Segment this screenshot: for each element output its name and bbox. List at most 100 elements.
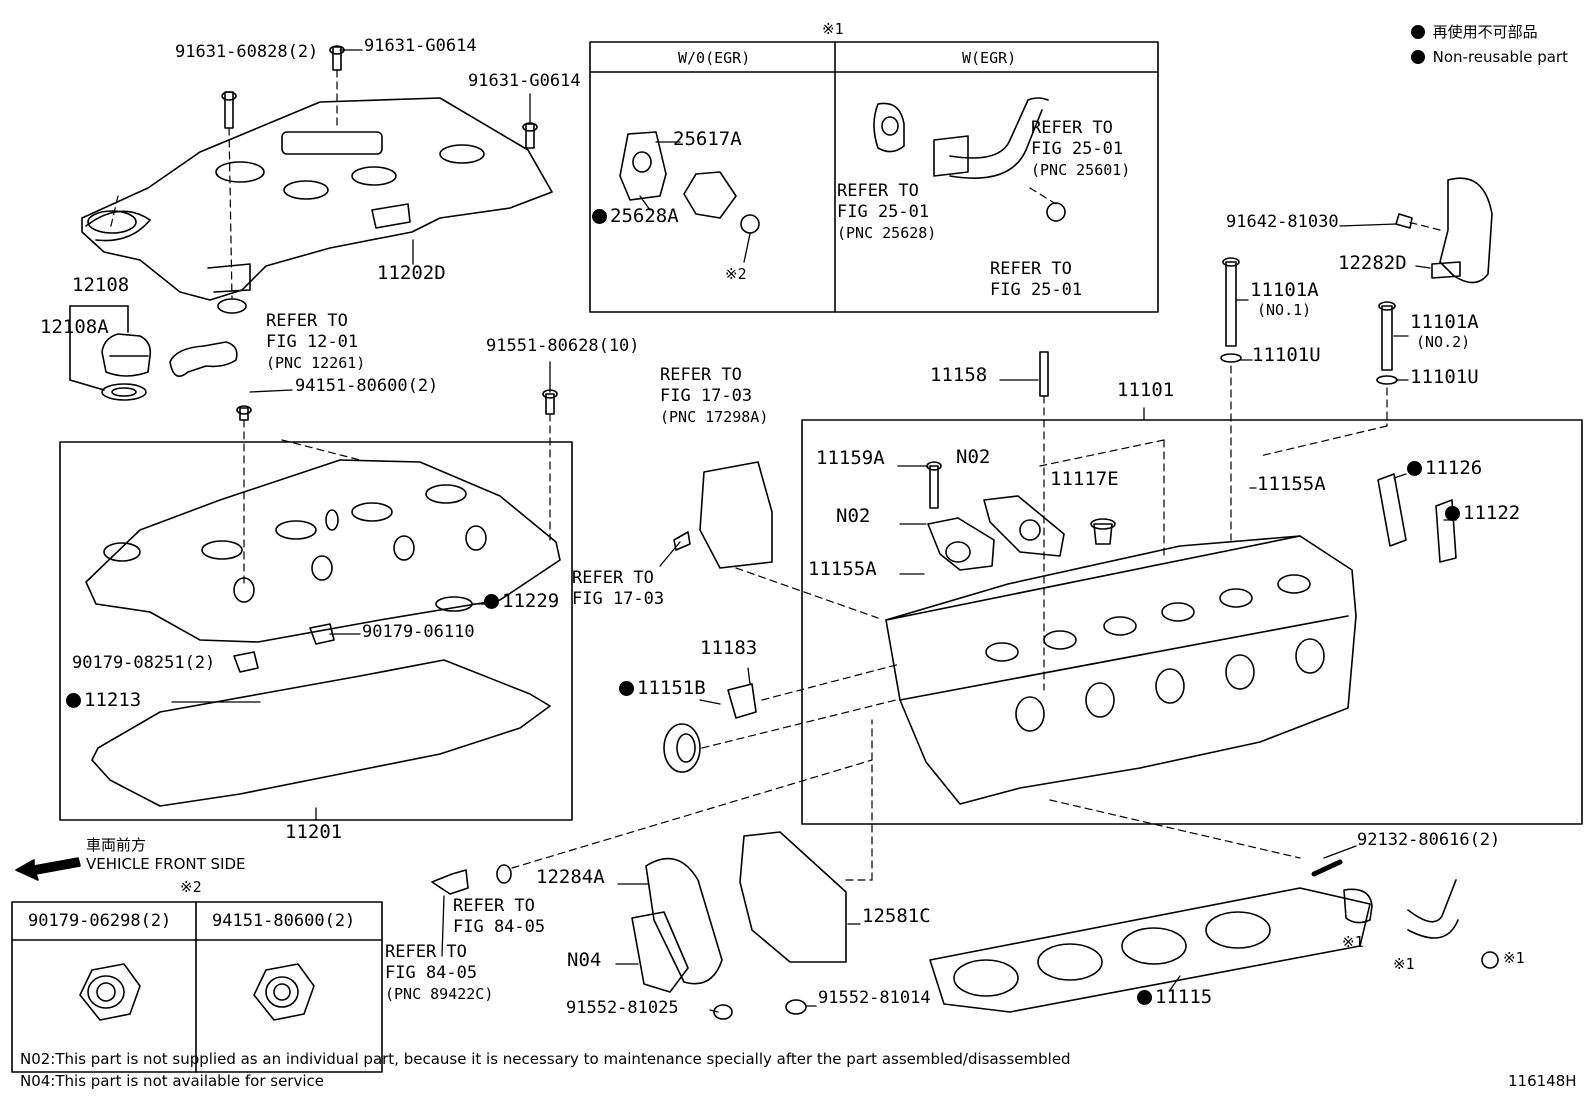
part-number: ※1 bbox=[1342, 933, 1364, 951]
part-label: 11101U bbox=[1252, 346, 1321, 365]
refer-line: REFER TO bbox=[660, 365, 742, 385]
pin-11122-art bbox=[1435, 499, 1457, 563]
non-reusable-dot-icon bbox=[1137, 990, 1152, 1005]
part-number: N02 bbox=[836, 505, 871, 527]
bolts-art bbox=[221, 45, 1413, 1020]
table-col2: 94151-80600(2) bbox=[212, 911, 356, 931]
part-number: 91631-G0614 bbox=[468, 71, 581, 91]
refer-line: FIG 25-01 bbox=[1031, 139, 1124, 159]
part-label: N04 bbox=[567, 951, 601, 970]
oil-filler-cap-art bbox=[69, 305, 152, 401]
part-number: 92132-80616(2) bbox=[1357, 830, 1501, 850]
part-number: 11158 bbox=[930, 364, 988, 386]
part-number: 94151-80600(2) bbox=[295, 376, 439, 396]
part-number: 12282D bbox=[1338, 252, 1407, 274]
seal-plug-11183-art bbox=[727, 683, 757, 719]
refer-line: REFER TO bbox=[837, 181, 919, 201]
part-number: 12581C bbox=[862, 905, 931, 927]
part-number: 91631-60828(2) bbox=[175, 42, 319, 62]
part-label: ※1 bbox=[1503, 951, 1525, 966]
part-number: 11155A bbox=[808, 558, 877, 580]
egr-box-frame bbox=[589, 41, 1159, 313]
bracket-12284A-art bbox=[645, 857, 723, 985]
refer-line: (PNC 17298A) bbox=[660, 408, 769, 426]
part-label: 12282D bbox=[1338, 254, 1407, 273]
part-label: 91642-81030 bbox=[1226, 214, 1339, 231]
refer-line: FIG 17-03 bbox=[660, 386, 753, 406]
part-label: 12284A bbox=[536, 868, 605, 887]
part-label: 11122 bbox=[1445, 504, 1520, 523]
part-number: 11101A bbox=[1250, 279, 1319, 301]
part-label: 92132-80616(2) bbox=[1357, 832, 1500, 849]
part-number: 11122 bbox=[1463, 502, 1521, 524]
part-label: 11155A bbox=[808, 560, 877, 579]
part-number: 91631-G0614 bbox=[364, 36, 477, 56]
part-number: 11201 bbox=[285, 821, 343, 843]
refer-line: REFER TO bbox=[385, 942, 467, 962]
part-number: 11101U bbox=[1252, 344, 1321, 366]
part-number: 11229 bbox=[502, 590, 560, 612]
leader-lines bbox=[171, 49, 1457, 1013]
part-label: 91631-60828(2) bbox=[175, 44, 318, 61]
drawing-number: 116148H bbox=[1508, 1072, 1577, 1090]
note-n02: N02:This part is not supplied as an indi… bbox=[20, 1050, 1071, 1068]
refer-line: FIG 84-05 bbox=[453, 917, 546, 937]
egr-parts-art bbox=[619, 97, 1066, 234]
part-number: 25617A bbox=[673, 128, 742, 150]
part-number: 25628A bbox=[610, 205, 679, 227]
cap-plug-top-art bbox=[1090, 518, 1116, 530]
nut-94151-80600-icon bbox=[253, 963, 315, 1021]
part-label: 11158 bbox=[930, 366, 987, 385]
part-number: 11202D bbox=[377, 262, 446, 284]
non-reusable-dot-icon bbox=[66, 693, 81, 708]
legend-jp: 再使用不可部品 bbox=[1432, 23, 1538, 41]
part-number: 11159A bbox=[816, 447, 885, 469]
part-label: 25628A bbox=[592, 207, 679, 226]
part-label: 12581C bbox=[862, 907, 931, 926]
part-label: 90179-08251(2) bbox=[72, 655, 215, 672]
egr-col-with: W(EGR) bbox=[962, 49, 1017, 67]
part-label: 12108A bbox=[40, 318, 109, 337]
part-number: ※1 bbox=[1393, 955, 1415, 973]
part-number: 91551-80628(10) bbox=[486, 336, 640, 356]
part-label: 11115 bbox=[1137, 988, 1212, 1007]
refer-line: REFER TO bbox=[990, 259, 1072, 279]
part-label: 94151-80600(2) bbox=[295, 378, 438, 395]
engine-bracket-art bbox=[699, 461, 773, 569]
egr-col-without: W/0(EGR) bbox=[678, 49, 751, 67]
refer-line: FIG 17-03 bbox=[572, 589, 665, 609]
part-number: ※2 bbox=[725, 265, 747, 283]
clip-art bbox=[309, 623, 335, 645]
refer-line: REFER TO bbox=[572, 568, 654, 588]
part-number: 12108 bbox=[72, 274, 130, 296]
part-number: 90179-08251(2) bbox=[72, 653, 216, 673]
part-label: N02 bbox=[956, 448, 990, 467]
refer-line: (PNC 25628) bbox=[837, 224, 937, 242]
sensor-washer-art bbox=[496, 864, 512, 884]
cylinder-head-art bbox=[885, 535, 1357, 805]
note-n04: N04:This part is not available for servi… bbox=[20, 1072, 324, 1090]
pin-11126-art bbox=[1377, 473, 1407, 547]
temperature-sensor-art bbox=[431, 869, 469, 895]
part-number: 12108A bbox=[40, 316, 109, 338]
part-label: 25617A bbox=[673, 130, 742, 149]
part-label: ※1 bbox=[1393, 957, 1415, 972]
refer-line: REFER TO bbox=[266, 311, 348, 331]
part-number: (NO.1) bbox=[1257, 301, 1312, 319]
part-number: 11101A bbox=[1410, 311, 1479, 333]
bearing-caps-art bbox=[927, 495, 1065, 571]
part-label: 11101 bbox=[1117, 381, 1174, 400]
table-mark: ※2 bbox=[180, 878, 202, 896]
clip-art-2 bbox=[233, 651, 259, 673]
non-reusable-dot-icon bbox=[484, 594, 499, 609]
part-number: 11213 bbox=[84, 689, 142, 711]
part-number: 11115 bbox=[1155, 986, 1213, 1008]
fastener-table-frame bbox=[11, 901, 383, 1073]
head-gasket-art bbox=[929, 887, 1371, 1013]
part-label: 11201 bbox=[285, 823, 342, 842]
part-label: 91631-G0614 bbox=[364, 38, 477, 55]
refer-line: FIG 25-01 bbox=[990, 280, 1083, 300]
